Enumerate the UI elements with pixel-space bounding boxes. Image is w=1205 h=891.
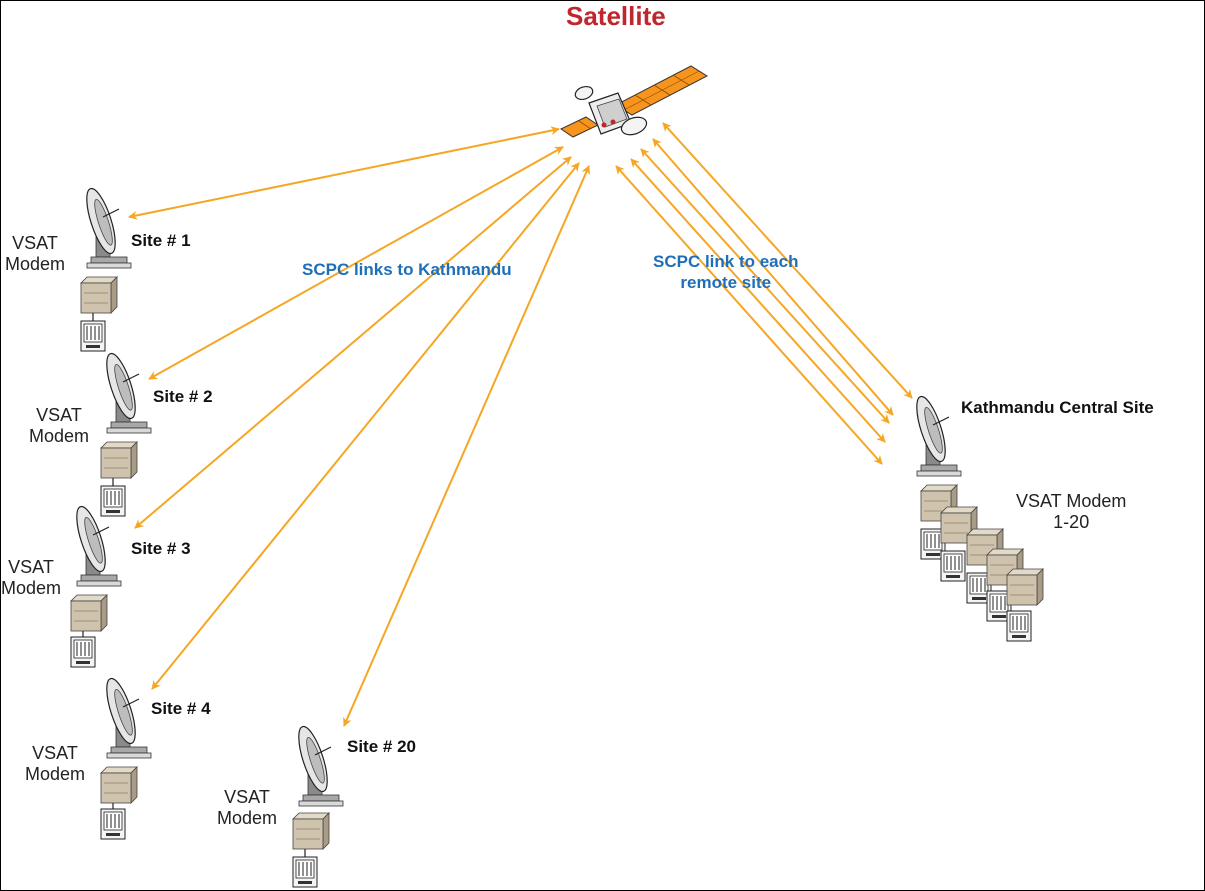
vsat-modem-label: VSAT Modem xyxy=(5,233,65,275)
satellite-dish-icon xyxy=(80,184,132,269)
vsat-modem-label: VSAT Modem xyxy=(1,557,61,599)
site-label: Site # 4 xyxy=(151,699,211,718)
vsat-modem-label: VSAT Modem xyxy=(25,743,85,785)
modem-label-line-1: VSAT xyxy=(32,743,78,763)
computer-icon xyxy=(70,636,96,668)
central-links xyxy=(615,122,913,465)
vsat-modem-box xyxy=(80,276,118,314)
link-label-line-1: SCPC link to each xyxy=(653,252,799,271)
modem-label-line-1: VSAT Modem xyxy=(1016,491,1127,511)
link-site-1 xyxy=(128,126,560,220)
computer-icon xyxy=(1006,610,1032,642)
central-link-4 xyxy=(630,158,886,443)
vsat-modem-box xyxy=(292,812,330,850)
satellite-dish-icon xyxy=(100,674,152,759)
computer-icon xyxy=(100,808,126,840)
link-site-4 xyxy=(151,162,580,690)
link-label-to-hub: SCPC links to Kathmandu xyxy=(302,260,512,279)
vsat-modem-box xyxy=(100,766,138,804)
modem-label-line-1: VSAT xyxy=(36,405,82,425)
computer-icon xyxy=(292,856,318,888)
site-2-equipment xyxy=(100,349,152,517)
modem-label-line-1: VSAT xyxy=(12,233,58,253)
site-1-equipment xyxy=(80,184,132,352)
modem-label-line-1: VSAT xyxy=(8,557,54,577)
modem-label-line-2: Modem xyxy=(5,254,66,274)
link-site-20 xyxy=(343,165,590,727)
site-label: Site # 1 xyxy=(131,231,191,250)
central-site-label: Kathmandu Central Site xyxy=(961,398,1154,417)
computer-icon xyxy=(80,320,106,352)
central-link-5 xyxy=(615,165,883,465)
modem-label-line-1: VSAT xyxy=(224,787,270,807)
site-label: Site # 3 xyxy=(131,539,191,558)
site-20-equipment xyxy=(292,722,344,888)
diagram-title: Satellite xyxy=(566,1,666,31)
vsat-modem-box xyxy=(70,594,108,632)
vsat-modem-label: VSAT Modem xyxy=(217,787,277,829)
computer-icon xyxy=(100,485,126,517)
satellite-dish-icon xyxy=(100,349,152,434)
modem-label-line-2: Modem xyxy=(25,764,86,784)
satellite-icon xyxy=(559,65,709,138)
central-modem-label: VSAT Modem 1-20 xyxy=(1016,491,1126,533)
link-site-3 xyxy=(134,156,572,529)
modem-label-line-2: 1-20 xyxy=(1053,512,1090,532)
site-label: Site # 2 xyxy=(153,387,213,406)
link-label-to-remote: SCPC link to each remote site xyxy=(653,251,798,293)
computer-icon xyxy=(940,550,966,582)
link-label-line-2: remote site xyxy=(680,273,772,292)
modem-label-line-2: Modem xyxy=(29,426,90,446)
site-label: Site # 20 xyxy=(347,737,416,756)
vsat-modem-box xyxy=(100,441,138,479)
satellite-dish-icon xyxy=(910,392,962,477)
vsat-modem-box xyxy=(1006,568,1044,606)
modem-label-line-2: Modem xyxy=(1,578,62,598)
site-4-equipment xyxy=(100,674,152,840)
satellite-dish-icon xyxy=(292,722,344,807)
vsat-modem-label: VSAT Modem xyxy=(29,405,89,447)
remote-links xyxy=(128,126,590,727)
site-3-equipment xyxy=(70,502,122,668)
modem-label-line-2: Modem xyxy=(217,808,278,828)
